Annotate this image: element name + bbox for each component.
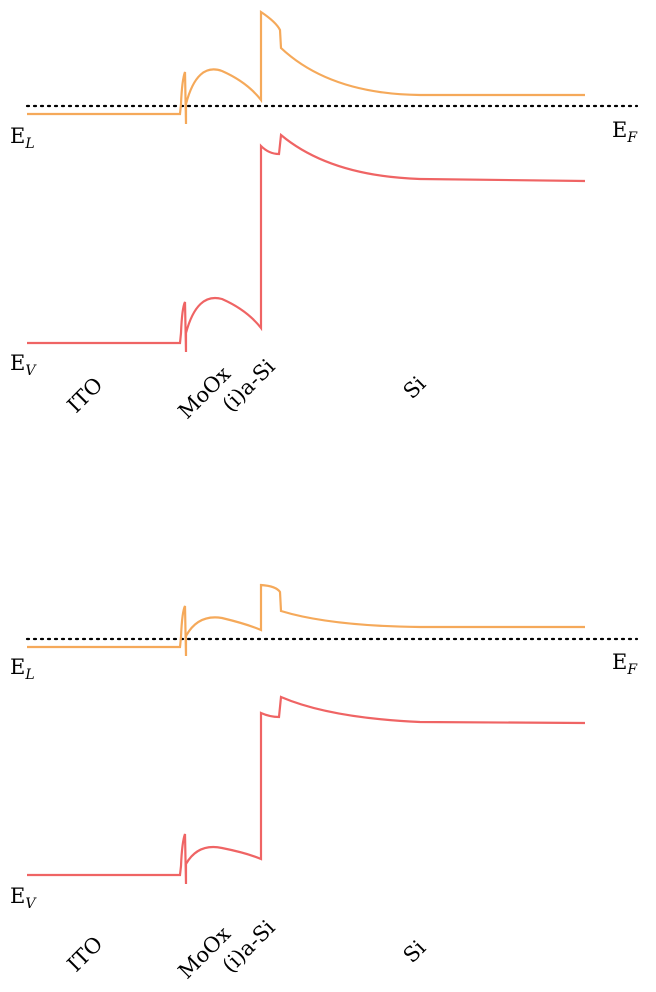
layer-label-ito: ITO bbox=[63, 373, 108, 418]
conduction-band-curve bbox=[27, 9, 585, 125]
valence-band-curve bbox=[27, 695, 586, 885]
layer-label-ito: ITO bbox=[63, 932, 108, 977]
conduction-band-curve bbox=[27, 583, 585, 657]
valence-band-label: EV bbox=[10, 351, 37, 379]
conduction-band-label: EL bbox=[10, 655, 35, 683]
valence-band-label: EV bbox=[10, 884, 37, 912]
band-diagram-panel-2: EL EV EF ITO MoOx (i)a-Si Si bbox=[10, 583, 638, 984]
fermi-level-label: EF bbox=[612, 118, 638, 146]
layer-label-si: Si bbox=[399, 371, 431, 403]
conduction-band-label: EL bbox=[10, 124, 35, 152]
valence-band-curve bbox=[27, 132, 586, 353]
fermi-level-label: EF bbox=[612, 650, 638, 678]
band-diagram-panel-1: EL EV EF ITO MoOx (i)a-Si Si bbox=[10, 9, 638, 424]
layer-label-si: Si bbox=[399, 935, 431, 967]
